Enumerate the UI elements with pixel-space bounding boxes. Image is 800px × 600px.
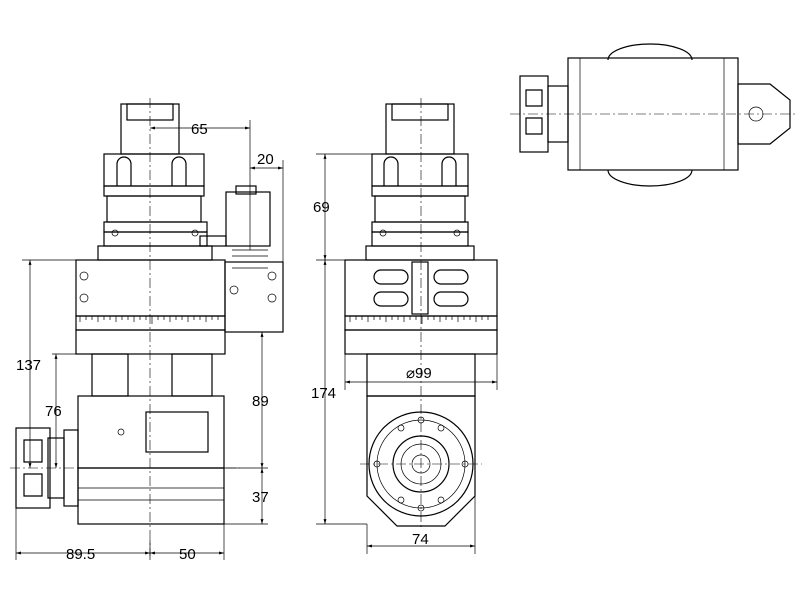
dim-89-label: 89 <box>252 393 269 410</box>
dimension-20: 20 <box>250 151 284 262</box>
dim-89-5-label: 89.5 <box>66 546 95 563</box>
dim-137-label: 137 <box>16 357 41 374</box>
dim-37-label: 37 <box>252 489 269 506</box>
scale-ticks <box>79 316 219 324</box>
dim-174-label: 174 <box>311 385 336 402</box>
dimension-dia-99: ⌀99 <box>344 354 498 390</box>
dimension-37: 37 <box>224 468 269 525</box>
dimension-74: 74 <box>366 496 476 554</box>
dimension-50: 50 <box>150 546 224 563</box>
dimension-137: 137 <box>16 259 76 468</box>
dimension-69: 69 <box>313 153 386 260</box>
dim-50-label: 50 <box>179 546 196 563</box>
dimension-76: 76 <box>45 353 92 468</box>
dim-69-label: 69 <box>313 199 330 216</box>
dim-dia-99-label: ⌀99 <box>406 365 432 382</box>
dim-65-label: 65 <box>191 121 208 138</box>
dimension-65: 65 <box>150 120 251 250</box>
dimension-174: 174 <box>311 259 367 525</box>
side-view <box>344 98 498 530</box>
dim-20-label: 20 <box>257 151 274 168</box>
front-view <box>10 98 284 556</box>
dim-74-label: 74 <box>412 531 429 548</box>
top-view <box>510 43 796 187</box>
dim-76-label: 76 <box>45 403 62 420</box>
dimension-89: 89 <box>224 331 269 469</box>
dimension-89-5: 89.5 <box>15 508 225 563</box>
